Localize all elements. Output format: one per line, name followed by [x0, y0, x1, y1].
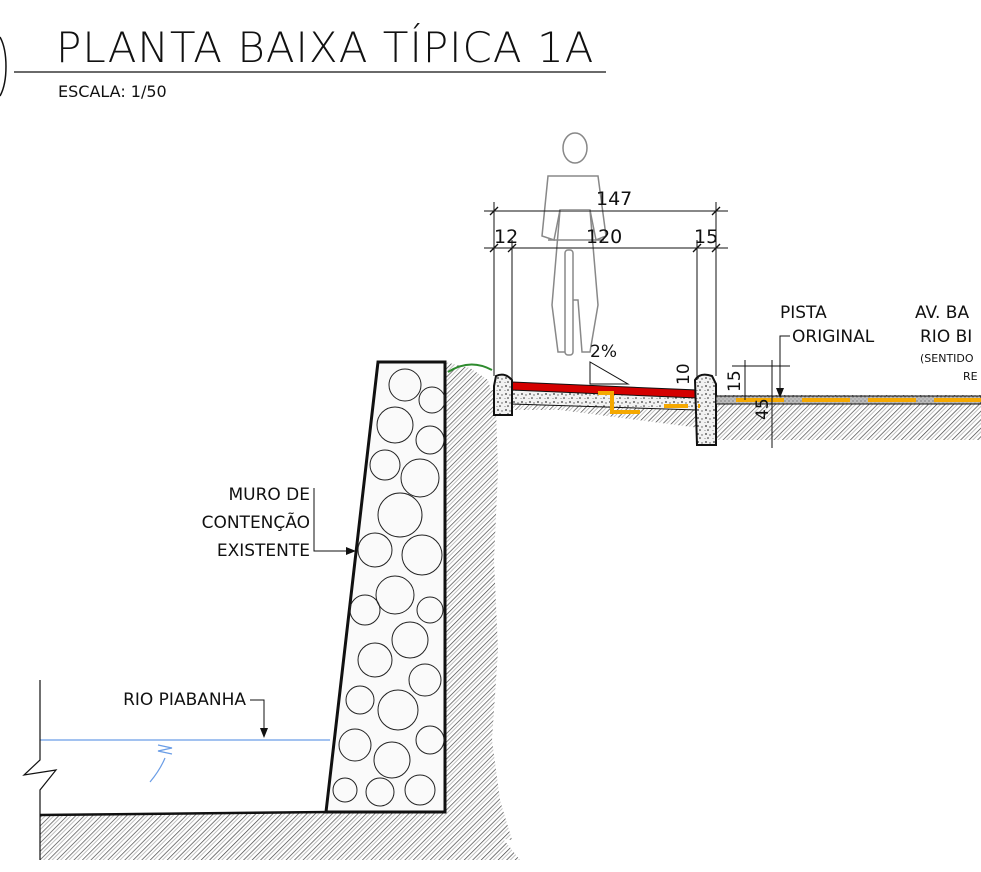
- rio-arrow: [260, 728, 268, 738]
- annotations: PISTA ORIGINAL AV. BA RIO BI (SENTIDO RE…: [123, 303, 978, 738]
- terrain: [39, 362, 981, 860]
- river: [22, 680, 330, 860]
- scale-label: ESCALA: 1/50: [58, 82, 167, 101]
- pista-arrow: [776, 388, 784, 398]
- rio-label: RIO PIABANHA: [123, 690, 246, 710]
- muro-arrow: [346, 547, 356, 555]
- av-label-line3: (SENTIDO: [920, 352, 974, 365]
- backfill-soil: [445, 362, 512, 840]
- left-curb: [493, 373, 513, 416]
- slope-label: 2%: [590, 342, 617, 362]
- wall-body: [324, 360, 447, 814]
- pista-label-line1: PISTA: [780, 303, 827, 323]
- dim-radius: 10: [674, 363, 694, 385]
- right-curb: [693, 373, 717, 446]
- muro-label-line3: EXISTENTE: [217, 541, 310, 561]
- dim-total: 147: [596, 188, 632, 210]
- av-label-line2: RIO BI: [920, 327, 972, 347]
- page-title: PLANTA BAIXA TÍPICA 1A: [56, 22, 594, 72]
- grass-mound: [447, 363, 493, 373]
- dim-curb-height: 15: [725, 370, 745, 392]
- slope-triangle: [589, 361, 630, 385]
- dimensions: 147 12 120 15 15 45 10 2%: [484, 188, 790, 448]
- river-bed-line: [39, 810, 331, 817]
- cyclist-figure: [541, 132, 607, 356]
- rio-leader: [250, 699, 265, 734]
- dim-right-edge: 15: [694, 226, 718, 248]
- dim-base-depth: 45: [753, 398, 773, 420]
- muro-label-line2: CONTENÇÃO: [202, 511, 310, 533]
- retaining-wall: [324, 360, 447, 814]
- av-label-line4: RE: [963, 370, 978, 383]
- drain-marking: [598, 391, 640, 414]
- dim-ticks: [489, 206, 721, 253]
- bike-lane: [493, 373, 717, 446]
- existing-road: [715, 395, 981, 405]
- pista-label-line2: ORIGINAL: [792, 327, 875, 347]
- dim-left-edge: 12: [494, 226, 518, 248]
- pista-leader: [779, 335, 790, 396]
- muro-leader: [313, 488, 348, 552]
- water-symbol: [149, 744, 173, 783]
- title-block: PLANTA BAIXA TÍPICA 1A ESCALA: 1/50: [0, 22, 606, 101]
- muro-label-line1: MURO DE: [228, 485, 310, 505]
- break-line: [22, 680, 58, 860]
- wall-stones: [332, 368, 446, 807]
- river-bed-soil: [40, 812, 520, 860]
- title-bubble-arc: [0, 36, 7, 97]
- av-label-line1: AV. BA: [915, 303, 969, 323]
- dim-lane: 120: [586, 226, 622, 248]
